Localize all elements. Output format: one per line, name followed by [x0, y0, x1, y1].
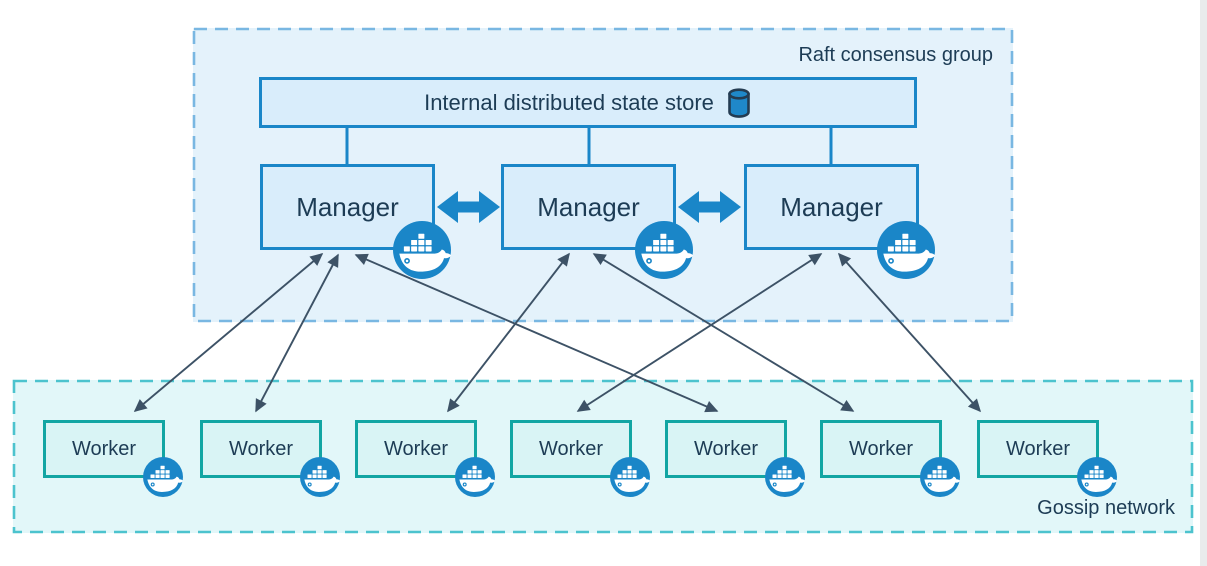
state-store-node: Internal distributed state store	[259, 77, 917, 128]
docker-whale-icon	[143, 457, 183, 497]
docker-whale-icon	[300, 457, 340, 497]
database-cylinder-icon	[728, 87, 750, 118]
worker-label: Worker	[848, 437, 914, 460]
worker-label: Worker	[228, 437, 294, 460]
worker-label: Worker	[383, 437, 449, 460]
docker-whale-icon	[610, 457, 650, 497]
worker-label: Worker	[693, 437, 759, 460]
docker-whale-icon	[765, 457, 805, 497]
docker-whale-icon	[1077, 457, 1117, 497]
raft-group-label: Raft consensus group	[798, 44, 993, 66]
docker-whale-icon	[877, 221, 935, 279]
manager-label: Manager	[780, 191, 883, 222]
state-store-label: Internal distributed state store	[424, 89, 714, 115]
worker-label: Worker	[71, 437, 137, 460]
manager-label: Manager	[537, 191, 640, 222]
docker-whale-icon	[455, 457, 495, 497]
docker-whale-icon	[393, 221, 451, 279]
docker-whale-icon	[920, 457, 960, 497]
worker-label: Worker	[1005, 437, 1071, 460]
gossip-network-label: Gossip network	[1037, 497, 1175, 519]
docker-whale-icon	[635, 221, 693, 279]
worker-label: Worker	[538, 437, 604, 460]
manager-label: Manager	[296, 191, 399, 222]
page-edge	[1200, 0, 1207, 566]
